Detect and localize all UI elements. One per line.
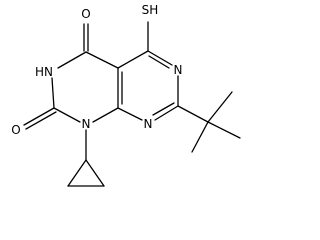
bond-c2-n1 [53,107,81,123]
atom-label-o-top: O [81,7,90,21]
atom-label-o-left: O [11,123,20,137]
atom-label-n1: N [82,117,91,131]
bond-c2-o [23,107,55,126]
atom-label-n8: N [144,117,153,131]
bond-cq-me1 [207,91,233,123]
atom-label-sh: SH [142,3,159,17]
bond-n3-c2 [51,77,55,109]
bond-c4-c4a [85,51,119,69]
atom-labels: SH O HN O N N N [11,3,182,137]
bond-c5-n6 [147,50,173,66]
bond-c2-o-double [25,111,57,130]
bond-c7-n8 [154,105,179,121]
bond-c4a-c5 [117,50,149,69]
bond-c7-n8-double [152,102,175,116]
bond-cq-me3 [191,121,209,153]
bond-cp-b [85,159,105,187]
bond-c4-n3 [57,51,87,69]
bond-c5-n6-double [148,55,170,69]
bond-n8-c8a [117,107,143,121]
bond-n1-c8a [92,107,119,123]
atom-label-nh: HN [35,65,53,79]
atom-label-n6: N [174,63,183,77]
bond-lines [23,21,241,187]
bond-cq-me2 [207,121,241,139]
bond-c7-cq [177,105,209,123]
bond-cp-a [67,159,87,187]
chemical-structure: SH O HN O N N N [11,3,241,187]
